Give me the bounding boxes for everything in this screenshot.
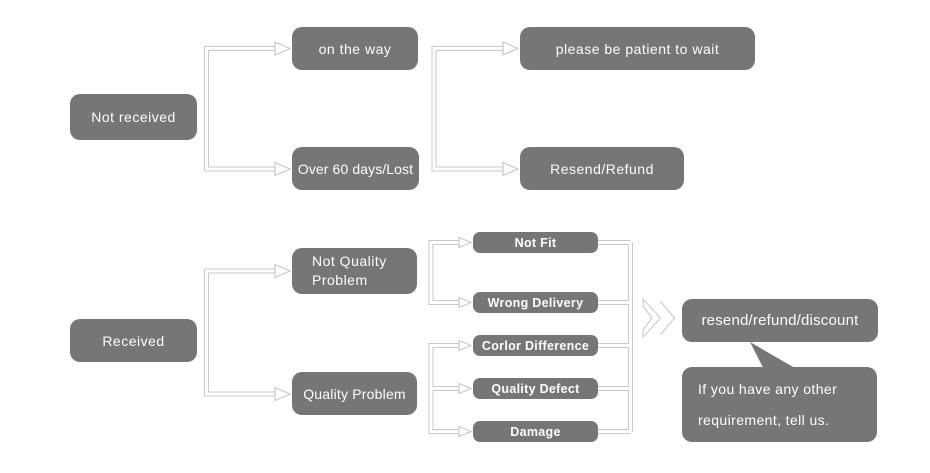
node-corlor-difference: Corlor Difference	[473, 335, 598, 356]
arrowhead-icon	[458, 339, 473, 352]
node-damage: Damage	[473, 421, 598, 442]
node-received: Received	[70, 319, 197, 362]
node-not-quality-problem: Not Quality Problem	[292, 248, 417, 294]
arrowhead-icon	[502, 41, 520, 56]
arrowhead-icon	[274, 41, 292, 56]
node-wrong-delivery: Wrong Delivery	[473, 292, 598, 313]
node-please-be-patient: please be patient to wait	[520, 27, 755, 70]
arrowhead-icon	[458, 382, 473, 395]
arrowhead-icon	[274, 263, 292, 279]
connector-lines-inner	[205, 47, 632, 433]
note-line-1: If you have any other	[698, 380, 838, 397]
node-on-the-way: on the way	[292, 27, 418, 70]
double-chevron-icon	[642, 297, 662, 339]
arrowhead-icon	[458, 425, 473, 438]
node-not-received: Not received	[70, 94, 197, 140]
node-resend-refund-discount: resend/refund/discount	[682, 299, 878, 342]
note-callout: If you have any other requirement, tell …	[682, 367, 877, 442]
node-resend-refund: Resend/Refund	[520, 147, 684, 190]
arrowhead-icon	[458, 236, 473, 249]
arrowhead-icon	[502, 161, 520, 177]
arrowhead-icon	[458, 296, 473, 309]
callout-tail	[750, 342, 794, 368]
node-not-fit: Not Fit	[473, 232, 598, 253]
arrowhead-icon	[274, 386, 292, 402]
note-line-2: requirement, tell us.	[698, 411, 830, 428]
double-chevron-icon	[660, 301, 676, 335]
node-quality-problem: Quality Problem	[292, 372, 417, 415]
node-quality-defect: Quality Defect	[473, 378, 598, 399]
node-over-60-days-lost: Over 60 days/Lost	[292, 147, 419, 190]
arrowhead-icon	[274, 161, 292, 177]
